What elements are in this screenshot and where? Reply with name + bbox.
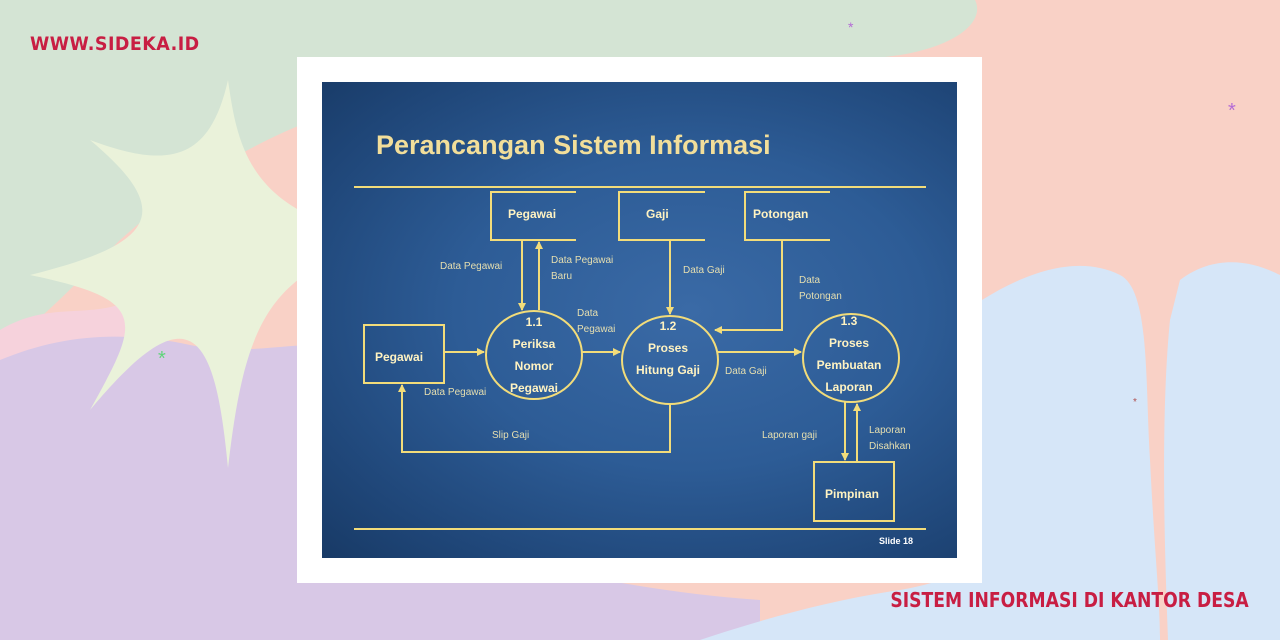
entity-pimpinan-shape: [813, 461, 895, 522]
flow-label-data-pegawai-baru: Data Pegawai Baru: [551, 253, 613, 285]
dfd-diagram: [354, 186, 926, 530]
flow-label-laporan-disahkan-line2: Disahkan: [869, 441, 911, 452]
datastore-gaji-shape: [618, 191, 705, 241]
process-1-2-id: 1.2: [659, 319, 677, 333]
entity-pimpinan-label: Pimpinan: [825, 487, 880, 501]
datastore-potongan-shape: [744, 191, 830, 241]
process-1-1-id: 1.1: [525, 315, 543, 329]
flow-slip-gaji: [398, 384, 671, 453]
flow-label-data-pegawai-p1p2-line2: Pegawai: [577, 324, 616, 335]
page-title: SISTEM INFORMASI DI KANTOR DESA: [890, 588, 1249, 612]
sparkle-star-shape: [30, 80, 400, 468]
process-1-1-label: 1.1 Periksa Nomor Pegawai: [486, 311, 582, 399]
datastore-pegawai-label: Pegawai: [508, 207, 557, 221]
dfd-slide: Perancangan Sistem Informasi Pegawai Gaj…: [322, 82, 957, 558]
flow-label-data-potongan-line1: Data: [799, 275, 821, 286]
flow-label-laporan-gaji: Laporan gaji: [762, 430, 818, 441]
flow-label-data-pegawai-baru-line2: Baru: [551, 271, 573, 282]
process-1-3-label: 1.3 Proses Pembuatan Laporan: [801, 310, 897, 398]
process-1-3-line1: Proses: [828, 336, 870, 350]
flow-label-data-pegawai-p1p2-line1: Data: [577, 308, 599, 319]
datastore-potongan-label: Potongan: [753, 207, 809, 221]
process-1-1-line2: Nomor: [514, 359, 554, 373]
flow-label-laporan-disahkan: Laporan Disahkan: [869, 423, 911, 455]
flow-label-data-potongan: Data Potongan: [799, 273, 842, 305]
entity-pegawai-shape: [363, 324, 445, 384]
process-1-1-shape: [485, 310, 583, 400]
datastore-gaji-label: Gaji: [646, 207, 669, 221]
flow-label-data-pegawai-baru-line1: Data Pegawai: [551, 255, 614, 266]
sparkle-icon: *: [848, 19, 854, 35]
flow-label-data-gaji-p2p3: Data Gaji: [725, 366, 767, 377]
process-1-2-line2: Hitung Gaji: [636, 363, 700, 377]
process-1-1-line1: Periksa: [512, 337, 556, 351]
sparkle-icon: *: [158, 348, 166, 370]
flow-label-data-pegawai-entity: Data Pegawai: [424, 387, 487, 398]
sparkle-icon: *: [1133, 397, 1137, 408]
process-1-3-shape: [802, 313, 900, 403]
process-1-2-line1: Proses: [647, 341, 689, 355]
process-1-3-line3: Laporan: [825, 380, 873, 394]
process-1-2-label: 1.2 Proses Hitung Gaji: [620, 315, 716, 381]
process-1-1-line3: Pegawai: [509, 381, 559, 395]
flow-label-data-potongan-line2: Potongan: [799, 291, 842, 302]
flow-label-data-pegawai-p1p2: Data Pegawai: [577, 306, 615, 338]
slide-number: Slide 18: [879, 536, 914, 546]
process-1-3-id: 1.3: [840, 314, 858, 328]
flow-label-data-pegawai: Data Pegawai: [440, 261, 503, 272]
datastore-pegawai-shape: [490, 191, 576, 241]
process-1-3-line2: Pembuatan: [816, 358, 882, 372]
flow-label-slip-gaji: Slip Gaji: [492, 430, 530, 441]
entity-pegawai-label: Pegawai: [375, 350, 424, 364]
flow-label-data-gaji: Data Gaji: [683, 265, 725, 276]
flow-data-potongan: [714, 240, 783, 334]
site-url[interactable]: WWW.SIDEKA.ID: [30, 33, 200, 55]
flow-label-laporan-disahkan-line1: Laporan: [869, 425, 906, 436]
slide-title: Perancangan Sistem Informasi: [376, 130, 771, 160]
sparkle-icon: *: [1228, 100, 1236, 122]
